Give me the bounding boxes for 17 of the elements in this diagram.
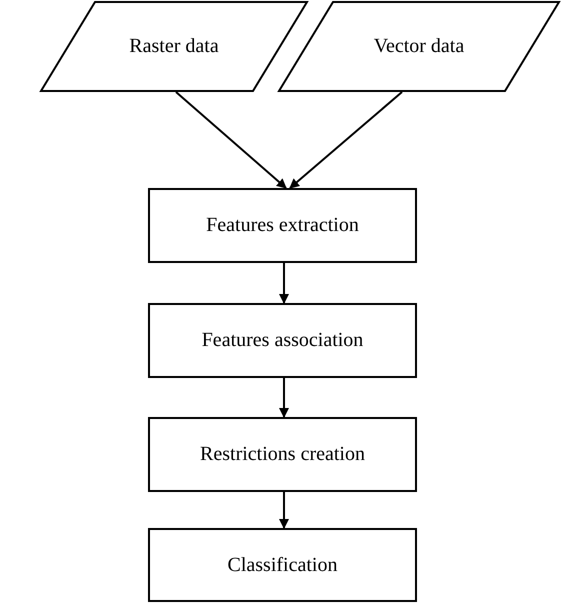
node-label: Features association [202,329,364,352]
node-label: Vector data [374,35,464,58]
arrow [289,91,403,189]
arrow [175,91,287,189]
process-box [148,528,417,602]
arrow [279,492,289,529]
node-label: Raster data [129,35,219,58]
process-box [148,417,417,492]
node-label: Classification [228,554,338,576]
process-box [148,303,417,378]
arrow [279,378,289,418]
input-parallelogram [278,1,560,92]
node-label: Restrictions creation [200,443,365,466]
input-parallelogram [40,1,308,92]
process-box [148,188,417,263]
arrow [279,263,289,304]
node-label: Features extraction [206,214,359,237]
